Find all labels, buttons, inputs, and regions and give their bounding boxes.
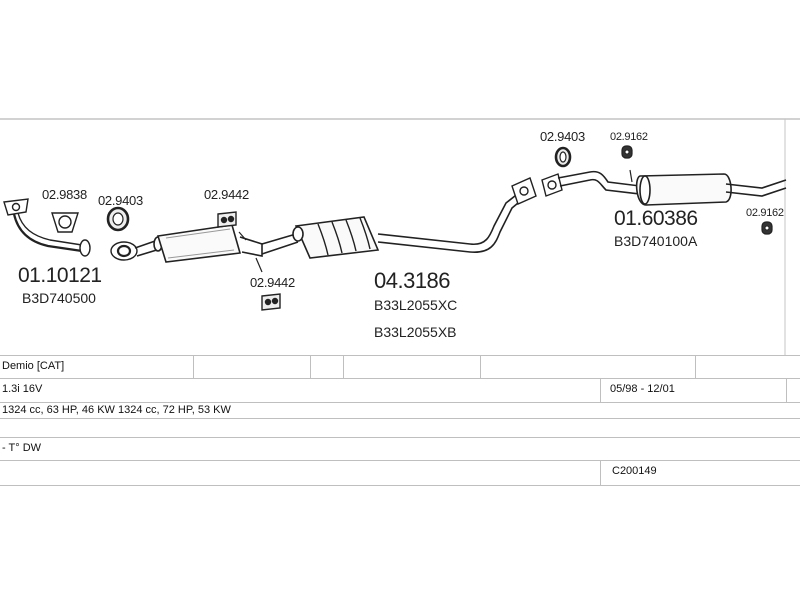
gasket-front-code: 02.9838 — [42, 187, 87, 202]
front-silencer-part — [156, 224, 263, 263]
table-line — [0, 355, 800, 356]
front-pipe-part — [134, 236, 163, 257]
table-divider — [310, 355, 311, 378]
intermediate-pipe-part — [377, 191, 525, 253]
rubber-hanger-rear-2-part — [761, 221, 773, 235]
years-cell: 05/98 - 12/01 — [610, 383, 675, 395]
body-cell: - T° DW — [2, 442, 42, 454]
center-box-code: 04.3186 — [374, 268, 451, 293]
sealing-ring-front-part — [106, 206, 130, 232]
rubber-rear-2-code: 02.9162 — [746, 207, 784, 219]
table-divider — [193, 355, 194, 378]
downpipe-part — [3, 198, 91, 257]
center-silencer-part — [292, 216, 380, 259]
rear-box-oem: B3D740100A — [614, 233, 698, 249]
rear-silencer-part — [635, 173, 787, 206]
rubber-mount-front-part — [217, 211, 247, 241]
table-line — [0, 418, 800, 419]
rubber-rear-1-code: 02.9162 — [610, 131, 648, 143]
ring-front-code: 02.9403 — [98, 193, 143, 208]
table-divider — [695, 355, 696, 378]
sealing-ring-rear-part — [554, 146, 572, 168]
table-line — [0, 460, 800, 461]
rear-box-code: 01.60386 — [614, 207, 698, 230]
catalog-code-cell: C200149 — [612, 465, 657, 477]
table-divider — [600, 460, 601, 485]
center-box-oem-1: B33L2055XC — [374, 297, 458, 313]
table-line — [0, 485, 800, 486]
ring-rear-code: 02.9403 — [540, 129, 585, 144]
gasket-triangle-part — [51, 212, 79, 233]
specs-cell: 1324 cc, 63 HP, 46 KW 1324 cc, 72 HP, 53… — [2, 404, 231, 416]
mid-pipe-part — [255, 233, 299, 273]
rear-pipe-part — [557, 169, 641, 195]
engine-cell: 1.3i 16V — [2, 383, 43, 395]
downpipe-code: 01.10121 — [18, 264, 102, 287]
model-cell: Demio [CAT] — [2, 360, 65, 372]
table-divider — [343, 355, 344, 378]
rubber-mount-mid-part — [261, 293, 281, 311]
downpipe-oem: B3D740500 — [22, 290, 96, 306]
table-divider — [786, 378, 787, 402]
table-divider — [480, 355, 481, 378]
mount-front-code: 02.9442 — [204, 187, 249, 202]
mount-mid-code: 02.9442 — [250, 275, 295, 290]
center-box-oem-2: B33L2055XB — [374, 324, 457, 340]
front-flange-part — [110, 241, 138, 261]
rubber-hanger-rear-1-part — [621, 145, 633, 159]
table-line — [0, 402, 800, 403]
table-line — [0, 378, 800, 379]
rear-flange-part — [511, 173, 563, 205]
table-line — [0, 437, 800, 438]
table-divider — [600, 378, 601, 402]
